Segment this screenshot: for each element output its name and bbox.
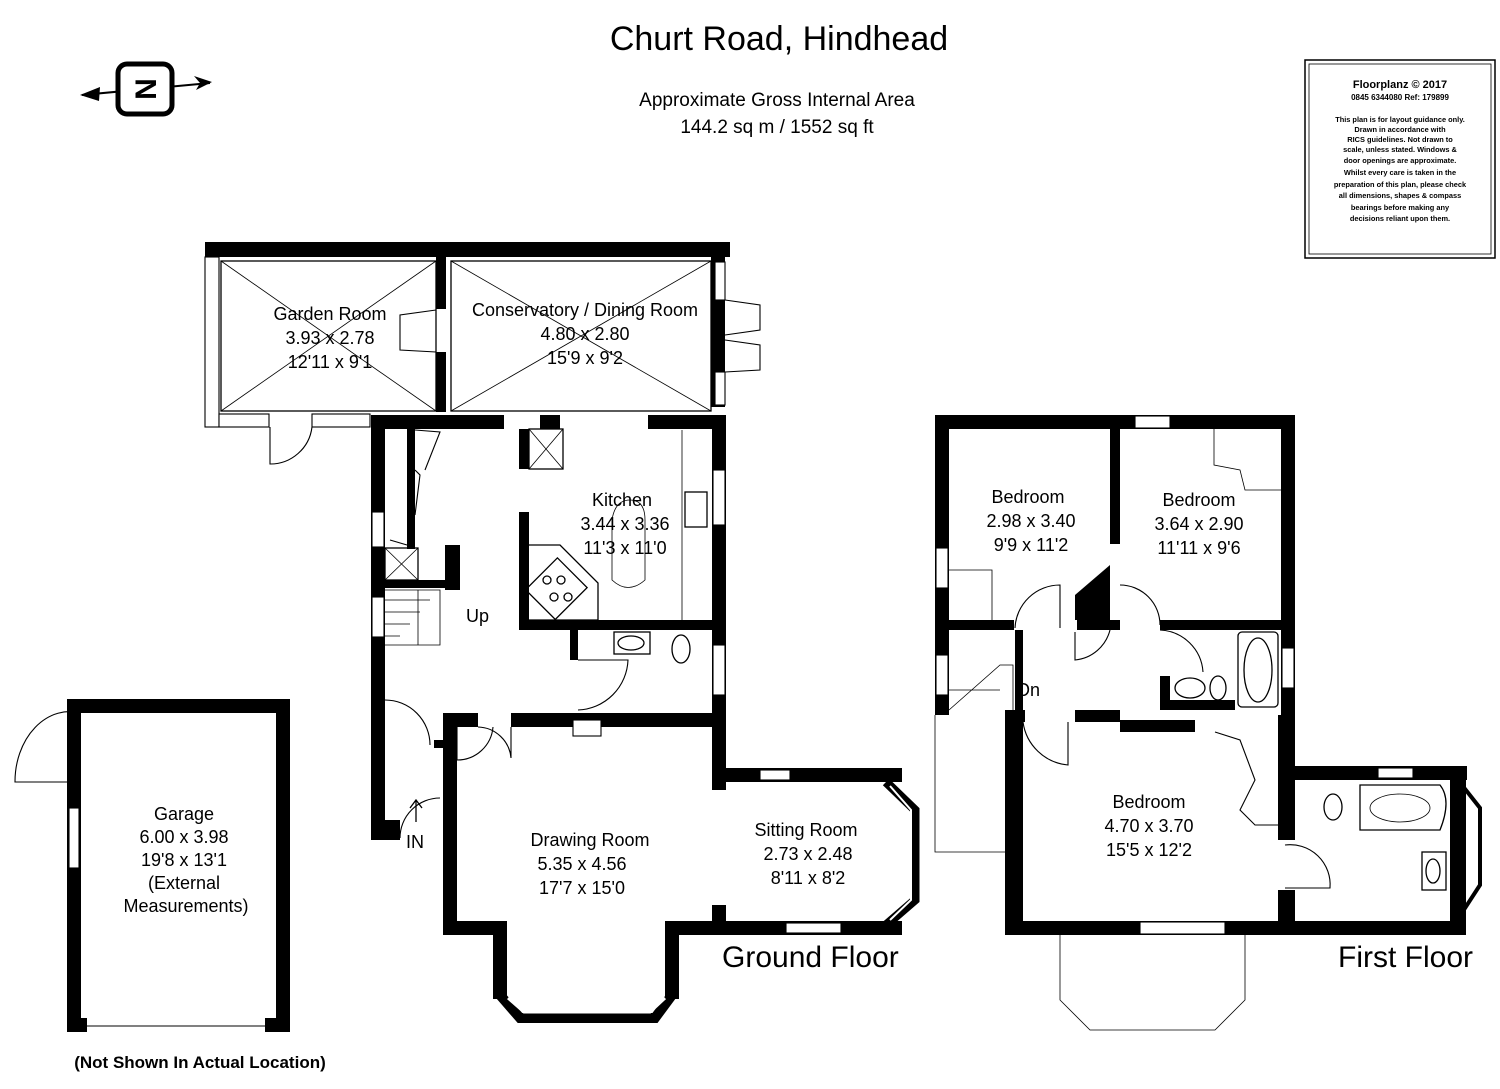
room-name: Bedroom (1112, 792, 1185, 812)
room-imperial: 11'11 x 9'6 (1157, 538, 1240, 558)
room-name: Conservatory / Dining Room (472, 300, 698, 320)
room-name: Bedroom (991, 487, 1064, 507)
area-value: 144.2 sq m / 1552 sq ft (680, 117, 874, 138)
disclaimer-line: all dimensions, shapes & compass (1339, 191, 1461, 200)
room-bedroom-1: Bedroom 2.98 x 3.40 9'9 x 11'2 (986, 487, 1075, 555)
disclaimer-line: RICS guidelines. Not drawn to (1347, 135, 1453, 144)
room-bedroom-3: Bedroom 4.70 x 3.70 15'5 x 12'2 (1104, 792, 1193, 860)
room-garage: Garage 6.00 x 3.98 19'8 x 13'1 (External… (123, 804, 248, 916)
room-note: Measurements) (123, 896, 248, 916)
room-conservatory: Conservatory / Dining Room 4.80 x 2.80 1… (472, 300, 698, 368)
compass-icon: N (80, 61, 212, 117)
room-metric: 2.98 x 3.40 (986, 511, 1075, 531)
ground-floor-plan: Up IN (204, 242, 920, 1023)
room-metric: 2.73 x 2.48 (763, 844, 852, 864)
room-name: Bedroom (1162, 490, 1235, 510)
stairs-up-label: Up (466, 606, 489, 626)
disclaimer-line: scale, unless stated. Windows & (1343, 145, 1457, 154)
disclaimer-line: decisions reliant upon them. (1350, 214, 1450, 223)
room-name: Drawing Room (530, 830, 649, 850)
stairs-down-label: Dn (1017, 680, 1040, 700)
room-metric: 4.70 x 3.70 (1104, 816, 1193, 836)
room-name: Garage (154, 804, 214, 824)
room-name: Kitchen (592, 490, 652, 510)
room-sitting-room: Sitting Room 2.73 x 2.48 8'11 x 8'2 (754, 820, 857, 888)
room-kitchen: Kitchen 3.44 x 3.36 11'3 x 11'0 (580, 490, 669, 558)
room-bedroom-2: Bedroom 3.64 x 2.90 11'11 x 9'6 (1154, 490, 1243, 558)
room-imperial: 11'3 x 11'0 (583, 538, 666, 558)
disclaimer-line: Whilst every care is taken in the (1344, 168, 1456, 177)
room-garden-room: Garden Room 3.93 x 2.78 12'11 x 9'1 (273, 304, 386, 372)
disclaimer-line: preparation of this plan, please check (1334, 180, 1467, 189)
room-imperial: 15'9 x 9'2 (547, 348, 623, 368)
room-imperial: 17'7 x 15'0 (539, 878, 625, 898)
room-metric: 3.44 x 3.36 (580, 514, 669, 534)
area-label: Approximate Gross Internal Area (639, 90, 915, 111)
compass-letter: N (130, 78, 163, 100)
room-note: (External (148, 873, 220, 893)
room-imperial: 12'11 x 9'1 (288, 352, 373, 372)
garage-location-note: (Not Shown In Actual Location) (74, 1053, 326, 1072)
first-floor-label: First Floor (1338, 941, 1473, 974)
room-metric: 3.93 x 2.78 (285, 328, 374, 348)
disclaimer-box: Floorplanz © 2017 0845 6344080 Ref: 1798… (1304, 59, 1496, 259)
plan-title: Churt Road, Hindhead (610, 20, 948, 58)
room-metric: 6.00 x 3.98 (139, 827, 228, 847)
disclaimer-line: door openings are approximate. (1344, 156, 1457, 165)
disclaimer-line: Drawn in accordance with (1354, 125, 1446, 134)
disclaimer-line: This plan is for layout guidance only. (1335, 115, 1465, 124)
room-name: Sitting Room (754, 820, 857, 840)
disclaimer-heading: Floorplanz © 2017 (1353, 79, 1447, 91)
room-metric: 5.35 x 4.56 (537, 854, 626, 874)
room-drawing-room: Drawing Room 5.35 x 4.56 17'7 x 15'0 (530, 830, 649, 898)
room-name: Garden Room (273, 304, 386, 324)
room-metric: 3.64 x 2.90 (1154, 514, 1243, 534)
garage-plan (14, 699, 290, 1032)
ground-floor-label: Ground Floor (722, 941, 899, 974)
room-metric: 4.80 x 2.80 (540, 324, 629, 344)
disclaimer-line: bearings before making any (1351, 203, 1450, 212)
room-imperial: 8'11 x 8'2 (771, 868, 846, 888)
room-imperial: 19'8 x 13'1 (141, 850, 227, 870)
first-floor-plan: Dn (934, 415, 1482, 1031)
disclaimer-ref: 0845 6344080 Ref: 179899 (1351, 93, 1449, 102)
room-imperial: 15'5 x 12'2 (1106, 840, 1192, 860)
room-imperial: 9'9 x 11'2 (994, 535, 1069, 555)
entrance-label: IN (406, 832, 424, 852)
